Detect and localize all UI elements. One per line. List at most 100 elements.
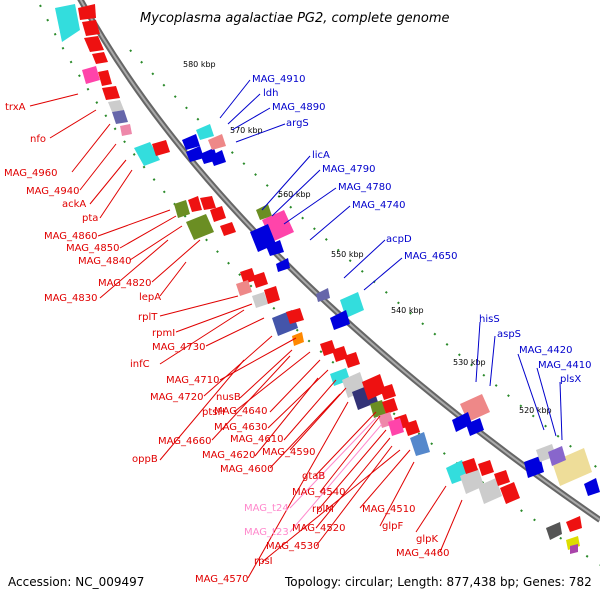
feature-red xyxy=(82,20,100,36)
feature-red xyxy=(404,420,420,436)
label-asps: aspS xyxy=(497,329,521,340)
label-mag-t23: MAG_t23 xyxy=(244,527,289,538)
feature-red xyxy=(252,272,268,288)
accession-text: Accession: NC_009497 xyxy=(8,575,144,589)
feature-red xyxy=(188,196,202,212)
feature-orange xyxy=(292,332,304,346)
label-mag-4730: MAG_4730 xyxy=(152,342,206,353)
feature-gray xyxy=(252,292,268,308)
feature-red xyxy=(332,346,348,362)
label-mag-4610: MAG_4610 xyxy=(230,434,284,445)
label-mag-4620: MAG_4620 xyxy=(202,450,256,461)
label-lica: licA xyxy=(312,150,330,161)
feature-olive xyxy=(256,204,272,220)
feature-purple xyxy=(548,446,566,466)
label-rplt: rplT xyxy=(138,312,158,323)
label-mag-4860: MAG_4860 xyxy=(44,231,98,242)
feature-red xyxy=(286,308,304,324)
label-mag-4530: MAG_4530 xyxy=(266,541,320,552)
summary-text: Topology: circular; Length: 877,438 bp; … xyxy=(284,575,592,589)
feature-gray xyxy=(108,100,124,112)
forward-labels: MAG_4910 ldh MAG_4890 argS licA MAG_4790… xyxy=(252,74,592,385)
label-mag-4660: MAG_4660 xyxy=(158,436,212,447)
label-ptsh: ptsH xyxy=(202,407,225,418)
label-mag-4740: MAG_4740 xyxy=(352,200,406,211)
feature-blue xyxy=(330,310,350,330)
kbp-tick-530: 530 kbp xyxy=(453,358,486,367)
label-glpf: glpF xyxy=(382,521,403,532)
backbone-arc xyxy=(77,0,600,523)
label-acpd: acpD xyxy=(386,234,412,245)
label-gtab: gtaB xyxy=(302,471,325,482)
label-trxa: trxA xyxy=(5,102,26,113)
label-mag-4540: MAG_4540 xyxy=(292,487,346,498)
feature-blue xyxy=(524,456,544,478)
feature-blue xyxy=(182,134,200,150)
feature-pink xyxy=(82,66,100,84)
feature-purple xyxy=(112,110,128,124)
feature-red xyxy=(210,206,226,222)
reverse-labels: trxA nfo MAG_4960 MAG_4940 ackA pta MAG_… xyxy=(4,102,450,585)
label-rpmi: rpmI xyxy=(152,328,175,339)
feature-olive xyxy=(186,214,214,240)
label-mag-4790: MAG_4790 xyxy=(322,164,376,175)
feature-red xyxy=(382,398,398,414)
kbp-tick-580: 580 kbp xyxy=(183,60,216,69)
feature-blue xyxy=(210,150,226,166)
label-acka: ackA xyxy=(62,199,86,210)
feature-red xyxy=(220,222,236,236)
feature-gray xyxy=(460,468,484,494)
label-mag-4890: MAG_4890 xyxy=(272,102,326,113)
feature-blue xyxy=(276,258,290,272)
label-mag-t24: MAG_t24 xyxy=(244,503,289,514)
feature-blue xyxy=(452,412,472,432)
trna-label-leaders xyxy=(289,417,383,533)
label-mag-4460: MAG_4460 xyxy=(396,548,450,559)
label-hiss: hisS xyxy=(479,314,500,325)
feature-red xyxy=(320,340,336,356)
label-args: argS xyxy=(286,118,309,129)
label-oppb: oppB xyxy=(132,454,158,465)
kbp-tick-520: 520 kbp xyxy=(519,406,552,415)
feature-blue xyxy=(266,240,284,256)
label-mag-4820: MAG_4820 xyxy=(98,278,152,289)
forward-label-leaders xyxy=(219,79,563,441)
feature-purple xyxy=(570,544,578,554)
feature-purple xyxy=(316,288,330,302)
feature-red xyxy=(344,352,360,368)
feature-red xyxy=(78,4,96,20)
label-infc: infC xyxy=(130,359,150,370)
label-glpk: glpK xyxy=(416,534,438,545)
feature-darkgray xyxy=(546,522,562,540)
feature-pink xyxy=(208,134,226,150)
feature-cyan xyxy=(196,124,214,140)
feature-red xyxy=(200,196,216,210)
label-mag-4960: MAG_4960 xyxy=(4,168,58,179)
label-mag-4420: MAG_4420 xyxy=(519,345,573,356)
backbone-highlight xyxy=(79,0,600,521)
label-mag-4590: MAG_4590 xyxy=(262,447,316,458)
label-rplm: rplM xyxy=(312,504,334,515)
label-mag-4710: MAG_4710 xyxy=(166,375,220,386)
feature-gray xyxy=(478,478,502,504)
feature-red xyxy=(380,384,396,400)
label-nfo: nfo xyxy=(30,134,46,145)
trna-labels: MAG_t24 MAG_t23 xyxy=(244,503,289,538)
label-nusb: nusB xyxy=(216,392,241,403)
label-mag-4520: MAG_4520 xyxy=(292,523,346,534)
label-ldh: ldh xyxy=(263,88,278,99)
feature-khaki xyxy=(552,448,592,486)
label-mag-4940: MAG_4940 xyxy=(26,186,80,197)
feature-red xyxy=(264,286,280,304)
label-mag-4850: MAG_4850 xyxy=(66,243,120,254)
feature-cyan-top xyxy=(55,4,80,42)
reverse-label-leaders xyxy=(29,93,463,579)
label-mag-4780: MAG_4780 xyxy=(338,182,392,193)
label-mag-4570: MAG_4570 xyxy=(195,574,249,585)
label-mag-4840: MAG_4840 xyxy=(78,256,132,267)
label-rpsi: rpsI xyxy=(254,556,273,567)
feature-blue xyxy=(186,146,204,162)
map-title: Mycoplasma agalactiae PG2, complete geno… xyxy=(140,11,450,26)
feature-blue xyxy=(584,478,600,496)
